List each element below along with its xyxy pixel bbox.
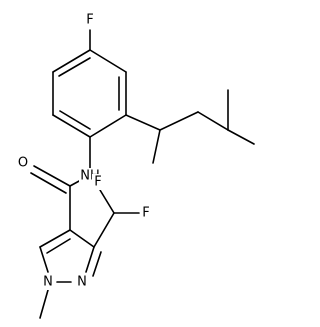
atom-label-o: O [18, 156, 28, 171]
atom-label-n-1: N [43, 275, 53, 290]
bond-chain-3 [197, 111, 229, 131]
bond-chain-1 [125, 114, 161, 131]
atom-label-n-2: N [77, 275, 87, 290]
atom-label-f-cf2-a: F [94, 175, 101, 190]
bond-ar-5 [89, 114, 127, 138]
benzene-ring [52, 29, 127, 138]
bond-ar-6 [52, 114, 91, 138]
atom-label-f-cf2-b: F [142, 206, 149, 221]
atom-label-f-top: F [86, 13, 93, 28]
alkyl-chain [125, 89, 255, 164]
bond-chain-methyl [152, 129, 161, 164]
bond-ar-6-inner [59, 110, 91, 130]
amide-linkage [30, 136, 91, 231]
bond-co-double-a [33, 165, 71, 187]
bond-pz-c3-n2-b [92, 251, 102, 277]
bond-pz-c5-c4-a [39, 229, 71, 248]
pyrazole-ring [39, 229, 102, 319]
structure-diagram: F NH O F F N N [17, 12, 255, 319]
bond-ar-2 [52, 49, 91, 73]
bond-pz-c3-n2-a [85, 246, 95, 273]
bond-n-methyl [39, 289, 49, 319]
bond-pz-c5-c4-b [46, 238, 71, 254]
bond-c3-chf2 [93, 212, 115, 248]
difluoromethyl [93, 189, 140, 248]
bond-ar-3 [89, 49, 127, 73]
molecule-svg: F NH O F F N N [17, 12, 255, 319]
bond-chain-5 [227, 129, 255, 145]
bond-cf-a [99, 189, 115, 214]
bond-co-double-b [30, 172, 67, 194]
atom-labels: F NH O F F N N [17, 12, 152, 290]
bond-pz-c4-c3 [69, 229, 95, 248]
bond-pz-n1-c5 [39, 246, 49, 273]
bond-ar-2-inner [58, 57, 91, 77]
bond-chain-2 [159, 111, 199, 131]
